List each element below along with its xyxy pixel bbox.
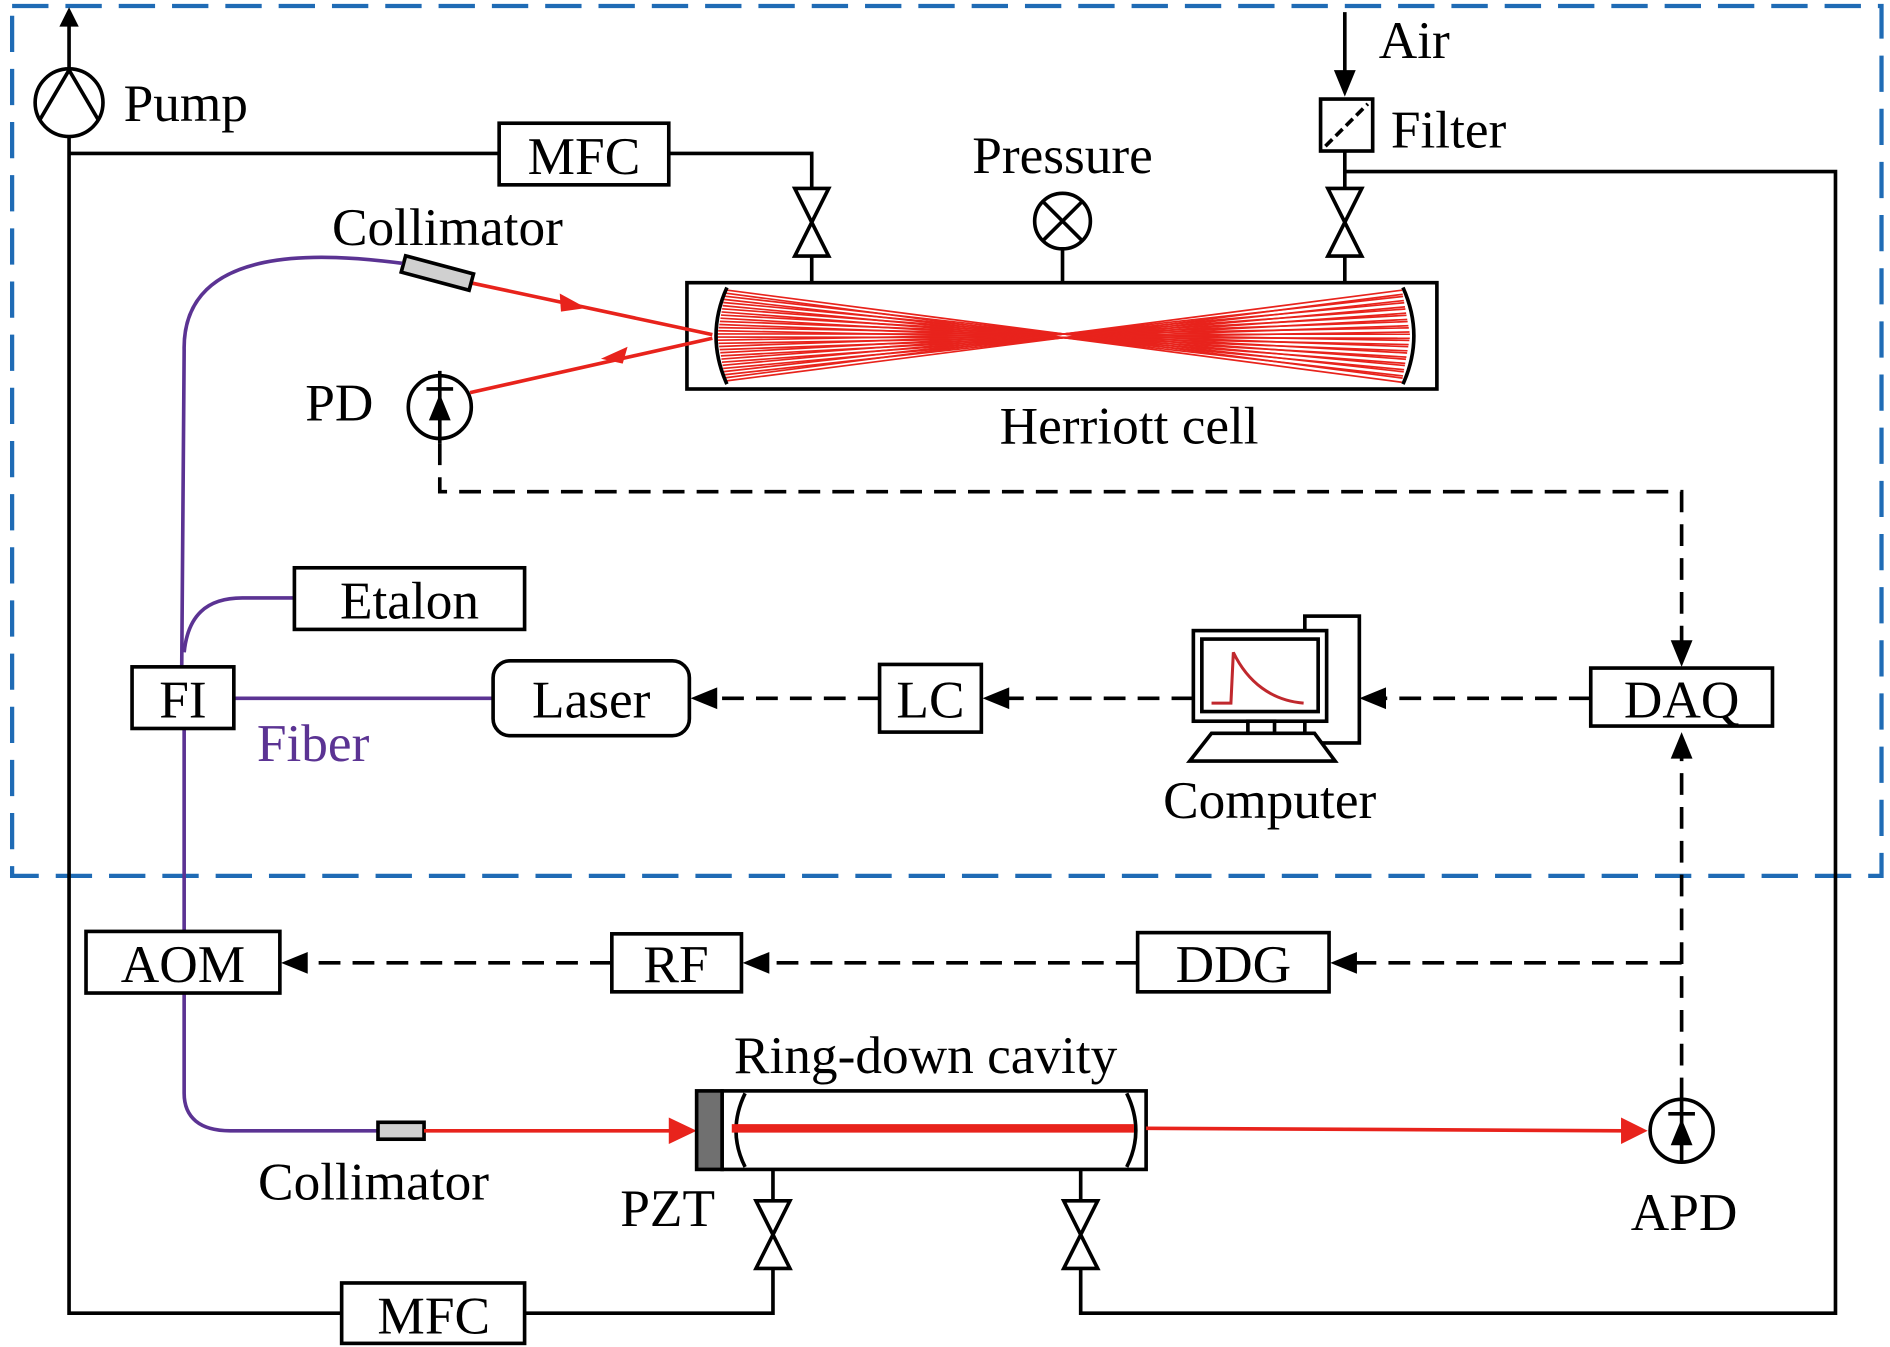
herriott-rays — [717, 289, 1410, 384]
collimator-top-label: Collimator — [332, 198, 563, 257]
rf-box — [610, 932, 744, 994]
laser-label: Laser — [532, 671, 651, 730]
herriott-ray — [724, 289, 1403, 379]
mfc-top-box — [497, 121, 671, 187]
fi-label: FI — [159, 671, 206, 730]
herriott-cell-box — [685, 280, 1439, 391]
aom-box — [84, 929, 282, 995]
mfc-bottom-box — [339, 1281, 527, 1346]
laser-box — [491, 659, 692, 738]
air-label: Air — [1379, 11, 1450, 70]
filter-label: Filter — [1391, 100, 1507, 159]
pzt-label: PZT — [620, 1179, 715, 1238]
aom-label: AOM — [121, 935, 245, 994]
daq-label: DAQ — [1624, 671, 1739, 730]
apd-label: APD — [1631, 1183, 1738, 1242]
signal-lines — [281, 443, 1693, 1100]
collimator-bottom — [376, 1120, 426, 1142]
mfc-bottom-label: MFC — [377, 1287, 490, 1346]
etalon-label: Etalon — [340, 572, 479, 631]
herriott-cell-label: Herriott cell — [1000, 396, 1259, 455]
ring-down-cavity-label: Ring-down cavity — [734, 1026, 1118, 1085]
pd-label: PD — [305, 373, 373, 432]
air-arrow-icon — [1333, 70, 1356, 97]
daq-box — [1588, 666, 1775, 728]
mfc-top-label: MFC — [528, 127, 641, 186]
pump-label: Pump — [124, 74, 248, 133]
computer-label: Computer — [1163, 771, 1376, 830]
fi-box — [130, 665, 236, 731]
rf-label: RF — [643, 935, 708, 994]
pressure-label: Pressure — [972, 126, 1153, 185]
ddg-label: DDG — [1176, 935, 1291, 994]
valve-icons — [753, 186, 1365, 1271]
computer-icon — [1186, 614, 1362, 763]
lc-box — [877, 662, 984, 734]
pump — [33, 7, 105, 139]
collimator-bottom-label: Collimator — [258, 1153, 489, 1212]
fiber-label: Fiber — [257, 714, 370, 773]
lc-label: LC — [896, 671, 964, 730]
collimator-top — [399, 253, 476, 293]
enclosure-dashed-border — [9, 3, 1884, 878]
fiber-lines — [179, 255, 494, 1133]
ddg-box — [1135, 930, 1331, 994]
herriott-ray — [725, 293, 1403, 382]
pzt — [694, 1089, 724, 1172]
etalon-box — [292, 565, 527, 632]
